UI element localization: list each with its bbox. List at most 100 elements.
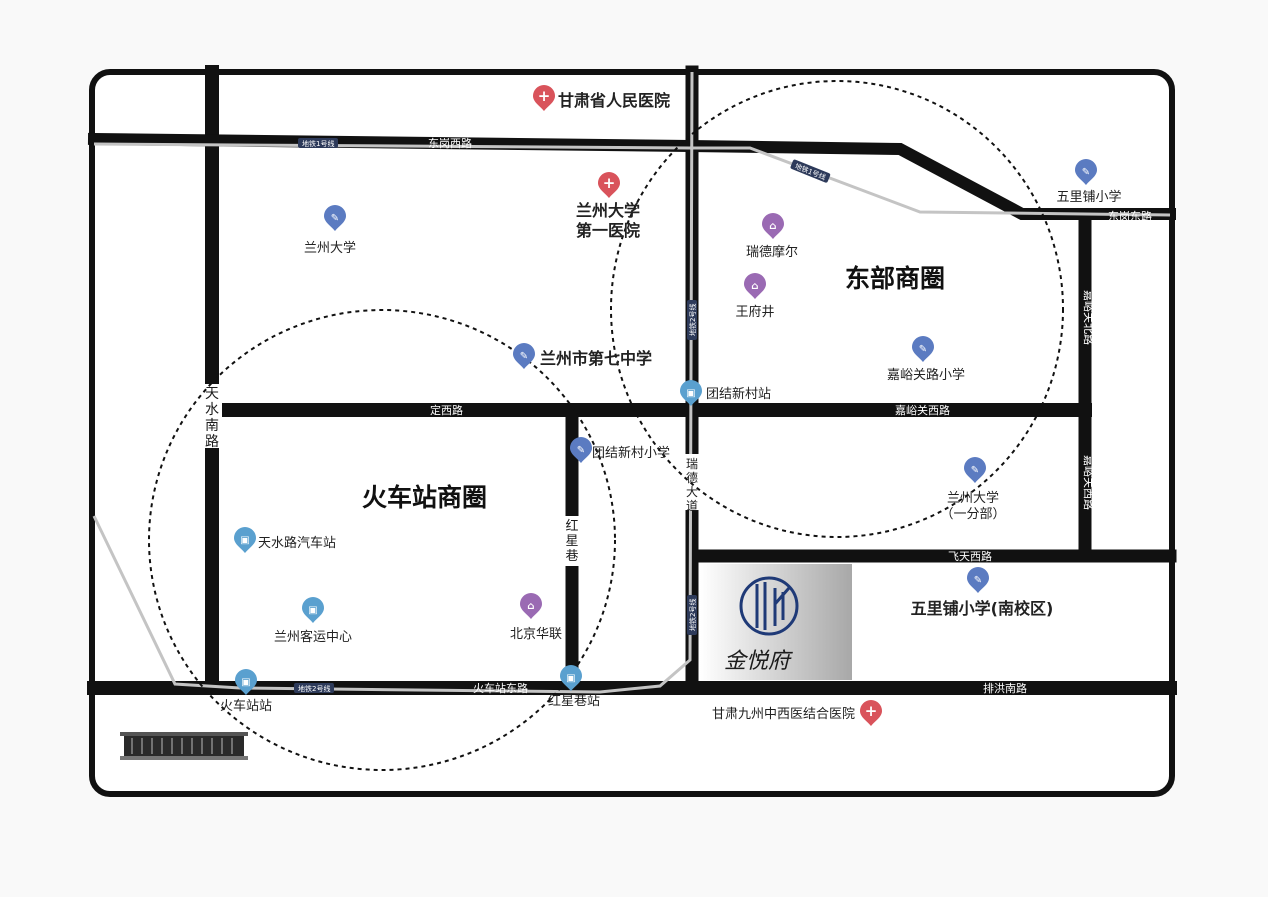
- road-label-donggang-east: 东岗东路: [1108, 210, 1152, 223]
- poi-markers: +甘肃省人民医院+兰州大学第一医院✎兰州大学✎兰州市第七中学▣团结新村站✎团结新…: [220, 85, 1122, 726]
- metro-label-1-west: 地铁1号线: [298, 138, 338, 148]
- poi-jiayuguan-primary[interactable]: ✎ 嘉峪关路小学: [887, 336, 965, 383]
- poi-label: 红星巷站: [548, 693, 600, 709]
- school-icon: [1075, 159, 1097, 185]
- school-glyph-icon: ✎: [331, 213, 339, 224]
- poi-label: 五里铺小学(南校区): [911, 599, 1054, 618]
- school-icon: [912, 336, 934, 362]
- poi-label: 北京华联: [510, 627, 562, 642]
- hospital-icon: [598, 172, 620, 198]
- poi-label: 兰州大学: [947, 490, 999, 506]
- project-logo-mark: [755, 582, 791, 630]
- poi-label: 甘肃省人民医院: [558, 91, 670, 110]
- road-label-jiayuguan-south: 嘉峪关西路: [1082, 455, 1096, 510]
- hospital-icon: [860, 700, 882, 726]
- poi-gansu-hospital[interactable]: + 甘肃省人民医院: [533, 85, 670, 111]
- school-glyph-icon: ✎: [1082, 167, 1090, 178]
- poi-label: 王府井: [735, 305, 774, 320]
- project-logo-icon: [739, 576, 799, 636]
- svg-text:地铁2号线: 地铁2号线: [688, 304, 697, 336]
- road-label-ruide-text: 瑞德大道: [686, 457, 698, 513]
- hospital-icon: [533, 85, 555, 111]
- road-label-hongxingxiang: 红星巷: [562, 516, 582, 566]
- poi-train-station[interactable]: ▣火车站站: [220, 669, 272, 714]
- poi-jiuzhou-hospital[interactable]: +甘肃九州中西医结合医院: [712, 700, 882, 726]
- school-glyph-icon: ✎: [919, 344, 927, 355]
- hospital-glyph-icon: +: [538, 87, 551, 105]
- poi-label: 兰州大学: [576, 201, 640, 220]
- mall-icon: [520, 593, 542, 619]
- svg-text:地铁2号线: 地铁2号线: [298, 684, 330, 693]
- mall-icon: [762, 213, 784, 239]
- poi-tianshui-bus[interactable]: ▣ 天水路汽车站: [234, 527, 336, 553]
- poi-ruide-mall[interactable]: ⌂ 瑞德摩尔: [746, 213, 798, 260]
- road-label-tianshui-text: 天水南路: [205, 386, 219, 450]
- mall-glyph-icon: ⌂: [527, 601, 534, 612]
- poi-hongxingxiang-station[interactable]: ▣ 红星巷站: [548, 665, 600, 709]
- poi-no7-middle[interactable]: ✎ 兰州市第七中学: [513, 343, 652, 369]
- project-name: 金悦府: [724, 649, 793, 674]
- transit-icon: [680, 380, 702, 406]
- poi-lzu[interactable]: ✎兰州大学: [304, 205, 356, 256]
- poi-wulipu-primary[interactable]: ✎ 五里铺小学: [1056, 159, 1122, 205]
- school-glyph-icon: ✎: [971, 465, 979, 476]
- poi-wulipu-south[interactable]: ✎ 五里铺小学(南校区): [911, 567, 1054, 618]
- road-label-tianshui-south: 天水南路: [202, 384, 222, 450]
- school-glyph-icon: ✎: [520, 351, 528, 362]
- mall-glyph-icon: ⌂: [751, 281, 758, 292]
- metro-label-2-south: 地铁2号线: [687, 595, 697, 635]
- school-icon: [570, 437, 592, 463]
- metro-label-2-west: 地铁2号线: [294, 683, 334, 693]
- mall-glyph-icon: ⌂: [769, 221, 776, 232]
- school-icon: [513, 343, 535, 369]
- poi-label: 兰州市第七中学: [540, 349, 652, 368]
- project-block[interactable]: 金悦府: [700, 564, 852, 680]
- transit-icon: [235, 669, 257, 695]
- map-frame: [89, 69, 1175, 797]
- east-district-circle: [610, 80, 1064, 538]
- school-glyph-icon: ✎: [974, 575, 982, 586]
- poi-tuanjie-station[interactable]: ▣团结新村站: [680, 380, 771, 406]
- east-district-label: 东部商圈: [845, 264, 945, 293]
- poi-label: 团结新村小学: [592, 445, 670, 461]
- poi-label: 五里铺小学: [1056, 189, 1121, 205]
- school-icon: [964, 457, 986, 483]
- road-label-donggang: 东岗西路: [428, 137, 472, 150]
- metro-line-1: [93, 142, 1171, 217]
- station-district-circle: [148, 309, 616, 771]
- train-station-icon: [120, 732, 248, 760]
- road-label-jiayuguan-north: 嘉峪关北路: [1082, 290, 1096, 345]
- poi-label: 嘉峪关路小学: [887, 367, 965, 383]
- poi-label: 兰州客运中心: [274, 629, 352, 645]
- transit-glyph-icon: ▣: [240, 535, 249, 546]
- mall-icon: [744, 273, 766, 299]
- transit-glyph-icon: ▣: [241, 677, 250, 688]
- metro-lines: [92, 71, 1171, 694]
- poi-passenger-center[interactable]: ▣兰州客运中心: [274, 597, 352, 645]
- road-label-paihong-south: 排洪南路: [983, 681, 1027, 695]
- road-label-dingxi: 定西路: [430, 403, 463, 417]
- transit-icon: [234, 527, 256, 553]
- school-glyph-icon: ✎: [577, 445, 585, 456]
- poi-wangfujing[interactable]: ⌂ 王府井: [735, 273, 775, 320]
- poi-beijing-hualian[interactable]: ⌂ 北京华联: [510, 593, 562, 642]
- road-label-feitian-west: 飞天西路: [948, 550, 992, 563]
- poi-lzu-branch-1[interactable]: ✎ 兰州大学（一分部）: [940, 457, 1006, 522]
- transit-glyph-icon: ▣: [566, 673, 575, 684]
- poi-tuanjie-primary[interactable]: ✎ 团结新村小学: [570, 437, 670, 463]
- svg-text:地铁1号线: 地铁1号线: [302, 139, 334, 148]
- metro-line-2: [92, 71, 694, 694]
- poi-label: 天水路汽车站: [258, 535, 336, 551]
- school-icon: [324, 205, 346, 231]
- road-label-hongxingxiang-text: 红星巷: [565, 518, 578, 564]
- school-icon: [967, 567, 989, 593]
- poi-label-line2: 第一医院: [576, 221, 640, 240]
- road-label-ruide-avenue: 瑞德大道: [684, 454, 700, 513]
- poi-label-line2: （一分部）: [940, 507, 1005, 522]
- transit-glyph-icon: ▣: [686, 388, 695, 399]
- poi-label: 瑞德摩尔: [746, 244, 798, 260]
- road-label-jiayuguan-west: 嘉峪关西路: [895, 403, 950, 417]
- transit-icon: [560, 665, 582, 691]
